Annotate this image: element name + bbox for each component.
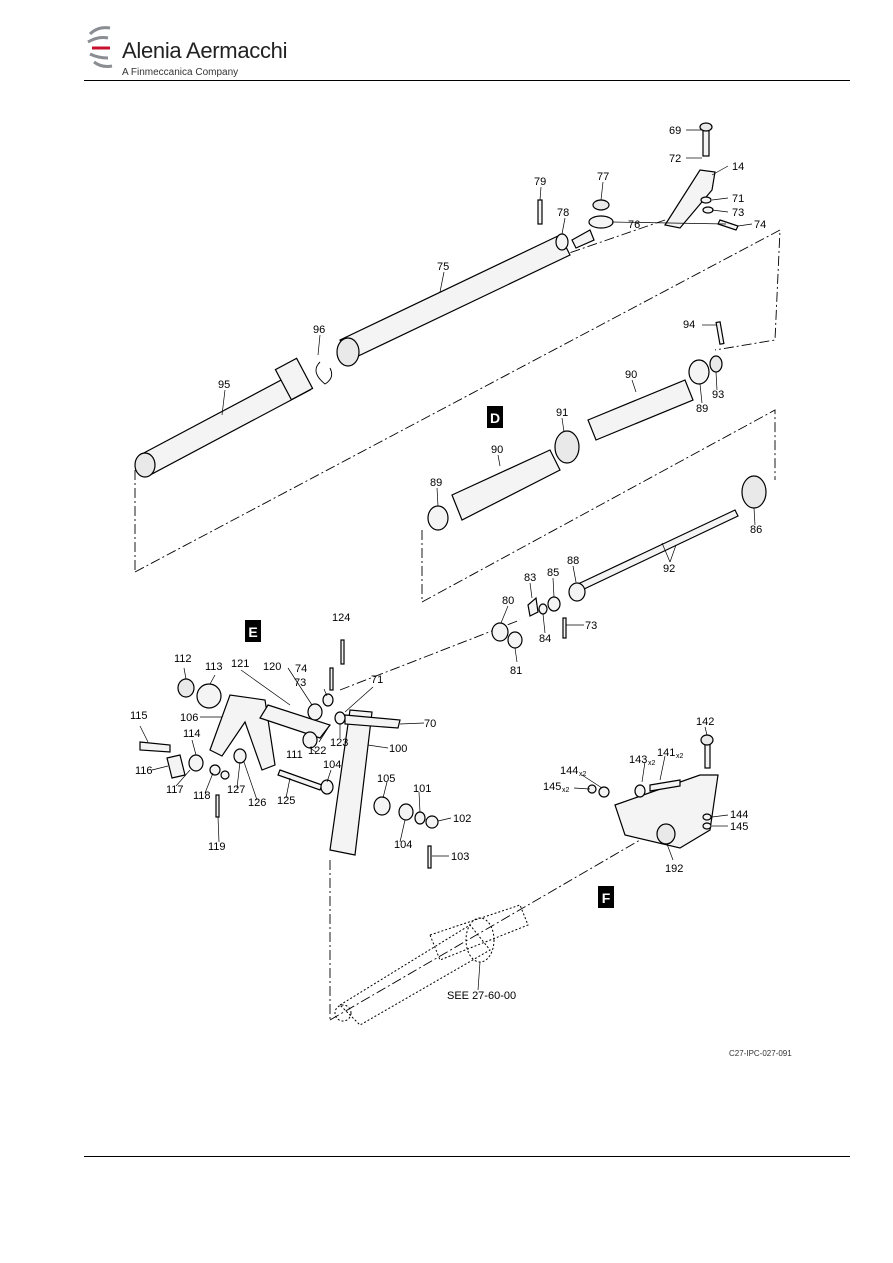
callout: 120 xyxy=(263,661,281,673)
callout: 145 xyxy=(730,821,748,833)
callout-qty: x2 xyxy=(676,753,684,760)
callout: 143 xyxy=(629,754,647,766)
callout: 141 xyxy=(657,747,675,759)
callout: 192 xyxy=(665,863,683,875)
svg-text:F: F xyxy=(602,890,611,906)
callout: 123 xyxy=(330,737,348,749)
alenia-logo-icon xyxy=(87,26,113,68)
callout: 118 xyxy=(193,790,211,802)
callout: 95 xyxy=(218,379,230,391)
bracket-assembly-f xyxy=(587,734,719,849)
callout: 90 xyxy=(625,369,637,381)
callout: 114 xyxy=(183,728,201,740)
callout: 100 xyxy=(389,743,407,755)
callout: 112 xyxy=(174,653,192,665)
callout: 85 xyxy=(547,567,559,579)
callout: 116 xyxy=(135,765,153,777)
callout-qty: x2 xyxy=(579,771,587,778)
callout: 76 xyxy=(628,219,640,231)
callout: 86 xyxy=(750,524,762,536)
callout: 90 xyxy=(491,444,503,456)
callout: 115 xyxy=(130,710,148,722)
spring-assembly-d xyxy=(427,321,725,531)
see-reference-note: SEE 27-60-00 xyxy=(447,990,516,1002)
callout: 83 xyxy=(524,572,536,584)
callout: 70 xyxy=(424,718,436,730)
callout: 119 xyxy=(208,841,226,853)
callout: 101 xyxy=(413,783,431,795)
ghost-actuator xyxy=(334,904,529,1026)
callout: 92 xyxy=(663,563,675,575)
callout: 74 xyxy=(295,663,307,675)
callout: 145 xyxy=(543,781,561,793)
figure-reference-code: C27-IPC-027-091 xyxy=(729,1049,792,1058)
callout: 102 xyxy=(453,813,471,825)
bellcrank-14 xyxy=(664,122,739,231)
callout: 111 xyxy=(286,749,303,761)
footer-rule xyxy=(84,1156,850,1157)
callout: 73 xyxy=(732,207,744,219)
callout: 144 xyxy=(560,765,578,777)
callout: 79 xyxy=(534,176,546,188)
callout: 14 xyxy=(732,161,744,173)
header-rule xyxy=(84,80,850,81)
assembly-centerlines xyxy=(134,219,781,1021)
callout: 127 xyxy=(227,784,245,796)
callout-qty: x2 xyxy=(648,760,656,767)
brand-name: Alenia Aermacchi xyxy=(122,38,288,63)
callout: 117 xyxy=(166,784,184,796)
callout: 75 xyxy=(437,261,449,273)
callout: 72 xyxy=(669,153,681,165)
callout: 74 xyxy=(754,219,766,231)
callout: 103 xyxy=(451,851,469,863)
page-header: Alenia Aermacchi A Finmeccanica Company xyxy=(84,22,850,82)
callout: 94 xyxy=(683,319,695,331)
callout: 69 xyxy=(669,125,681,137)
view-tag-f: F xyxy=(598,886,614,908)
brand-subtitle: A Finmeccanica Company xyxy=(122,67,239,78)
callout: 105 xyxy=(377,773,395,785)
leader-lines xyxy=(139,129,756,991)
callout: 73 xyxy=(585,620,597,632)
callout: 71 xyxy=(371,674,383,686)
callout: 104 xyxy=(394,839,412,851)
callout: 89 xyxy=(696,403,708,415)
rod-assembly-upper xyxy=(134,199,614,478)
callout-labels: 69 72 14 71 73 74 77 76 79 78 75 96 95 9… xyxy=(130,125,766,875)
callout: 142 xyxy=(696,716,714,728)
callout: 125 xyxy=(277,795,295,807)
callout: 91 xyxy=(556,407,568,419)
callout: 93 xyxy=(712,389,724,401)
callout: 80 xyxy=(502,595,514,607)
callout: 71 xyxy=(732,193,744,205)
callout: 88 xyxy=(567,555,579,567)
callout: 124 xyxy=(332,612,350,624)
svg-text:D: D xyxy=(490,410,500,426)
callout: 81 xyxy=(510,665,522,677)
rod-assembly-d xyxy=(491,475,767,649)
view-tag-e: E xyxy=(245,620,261,642)
callout: 84 xyxy=(539,633,551,645)
callout: 113 xyxy=(205,661,223,673)
linkage-assembly-e xyxy=(139,639,439,869)
view-tag-d: D xyxy=(487,406,503,428)
callout: 106 xyxy=(180,712,198,724)
callout-qty: x2 xyxy=(562,787,570,794)
callout: 96 xyxy=(313,324,325,336)
callout: 144 xyxy=(730,809,748,821)
callout: 77 xyxy=(597,171,609,183)
callout: 121 xyxy=(231,658,249,670)
svg-text:E: E xyxy=(248,624,257,640)
callout: 78 xyxy=(557,207,569,219)
callout: 73 xyxy=(294,677,306,689)
callout: 89 xyxy=(430,477,442,489)
callout: 122 xyxy=(308,745,326,757)
callout: 126 xyxy=(248,797,266,809)
callout: 104 xyxy=(323,759,341,771)
